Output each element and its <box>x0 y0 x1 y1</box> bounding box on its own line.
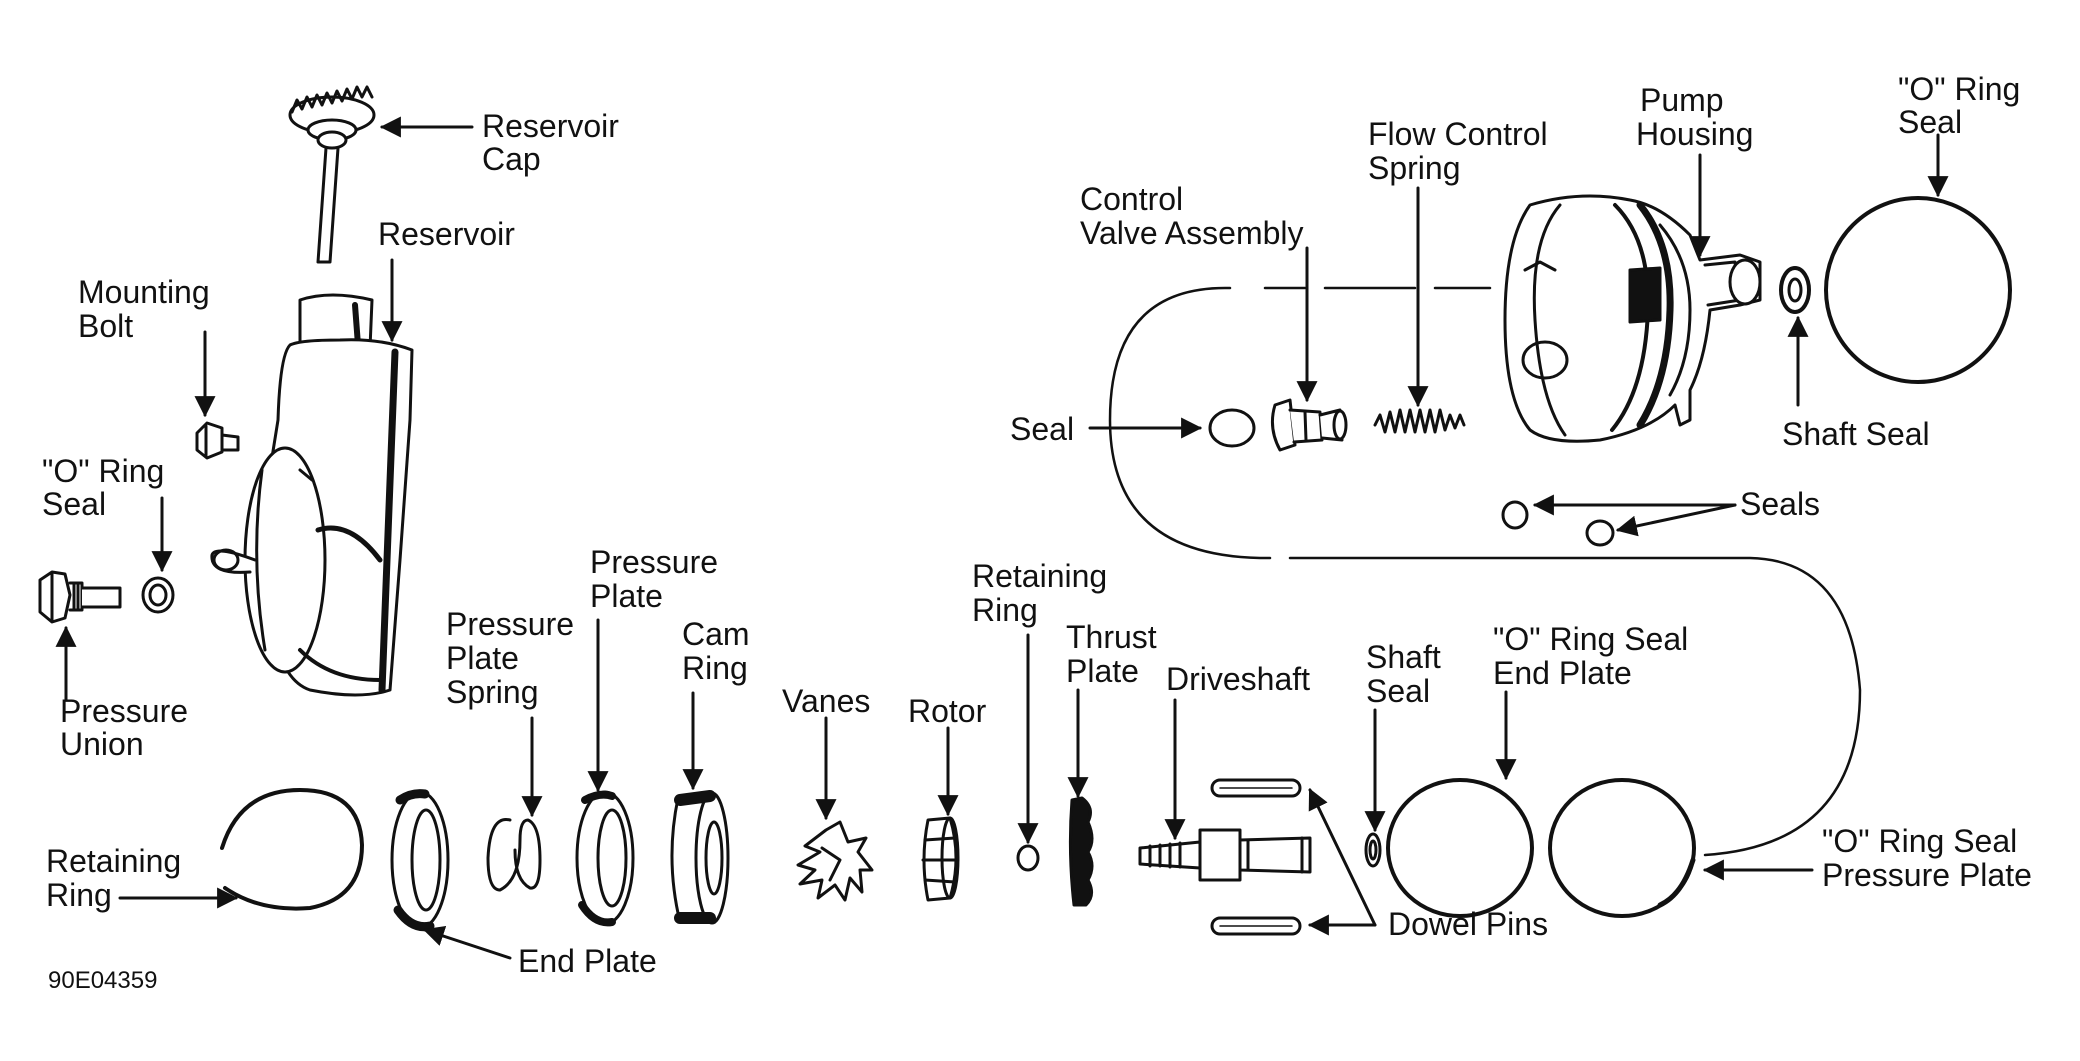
mounting-bolt-part <box>195 421 240 460</box>
label-cam-ring: Cam Ring <box>682 616 758 686</box>
pump-housing-part <box>1503 194 1762 443</box>
label-rotor: Rotor <box>908 693 987 729</box>
vanes-part <box>796 820 874 902</box>
label-flow-control-spring: Flow Control Spring <box>1368 116 1557 186</box>
label-vanes: Vanes <box>782 683 870 719</box>
label-control-valve-assembly: Control Valve Assembly <box>1080 181 1304 251</box>
label-o-ring-seal-end-plate: "O" Ring Seal End Plate <box>1493 621 1697 691</box>
retaining-ring-left-part <box>220 788 364 911</box>
seal-part <box>1208 408 1256 448</box>
label-mounting-bolt: Mounting Bolt <box>78 274 219 344</box>
label-driveshaft: Driveshaft <box>1166 661 1310 697</box>
label-pressure-union: Pressure Union <box>60 693 197 762</box>
label-reservoir-cap: Reservoir Cap <box>482 108 628 177</box>
cam-ring-part <box>670 790 730 925</box>
label-retaining-ring-left: Retaining Ring <box>46 843 190 913</box>
label-seals: Seals <box>1740 486 1820 522</box>
figure-id: 90E04359 <box>48 967 157 994</box>
o-ring-seal-pressure-plate-part <box>1548 778 1696 918</box>
label-pump-housing: Pump Housing <box>1636 82 1753 152</box>
driveshaft-part <box>1138 828 1312 882</box>
pressure-plate-part <box>575 790 635 927</box>
reservoir-cap-part <box>288 85 376 264</box>
retaining-ring-mid-part <box>1016 844 1040 872</box>
shaft-seal-top-part <box>1779 266 1811 314</box>
o-ring-seal-end-plate-part <box>1386 778 1534 918</box>
label-pressure-plate-spring: Pressure Plate Spring <box>446 606 583 710</box>
label-dowel-pins: Dowel Pins <box>1388 906 1548 942</box>
label-thrust-plate: Thrust Plate <box>1066 619 1166 689</box>
label-o-ring-seal-left: "O" Ring Seal <box>42 453 173 522</box>
leader-lines <box>55 116 1949 960</box>
pressure-plate-spring-part <box>486 818 542 892</box>
label-pressure-plate: Pressure Plate <box>590 544 727 614</box>
control-valve-assembly-part <box>1270 398 1348 452</box>
label-o-ring-seal-top: "O" Ring Seal <box>1898 71 2029 140</box>
flow-control-spring-part <box>1373 408 1466 434</box>
label-shaft-seal-bottom: Shaft Seal <box>1366 639 1450 709</box>
seals-part <box>1501 500 1615 547</box>
assembly-centerline <box>1108 286 1862 857</box>
rotor-part <box>921 816 960 902</box>
end-plate-part <box>390 789 450 932</box>
thrust-plate-part <box>1068 796 1094 907</box>
label-retaining-ring-mid: Retaining Ring <box>972 558 1116 628</box>
label-end-plate: End Plate <box>518 943 657 979</box>
pressure-union-part <box>38 570 122 624</box>
label-reservoir: Reservoir <box>378 216 515 252</box>
label-seal: Seal <box>1010 411 1074 447</box>
o-ring-seal-top-part <box>1824 196 2012 384</box>
label-o-ring-seal-pressure-plate: "O" Ring Seal Pressure Plate <box>1822 823 2032 893</box>
shaft-seal-bottom-part <box>1364 832 1382 868</box>
dowel-pins-part <box>1210 778 1302 936</box>
reservoir-part <box>210 293 414 697</box>
o-ring-seal-left-part <box>141 576 175 614</box>
label-shaft-seal-top: Shaft Seal <box>1782 416 1930 452</box>
